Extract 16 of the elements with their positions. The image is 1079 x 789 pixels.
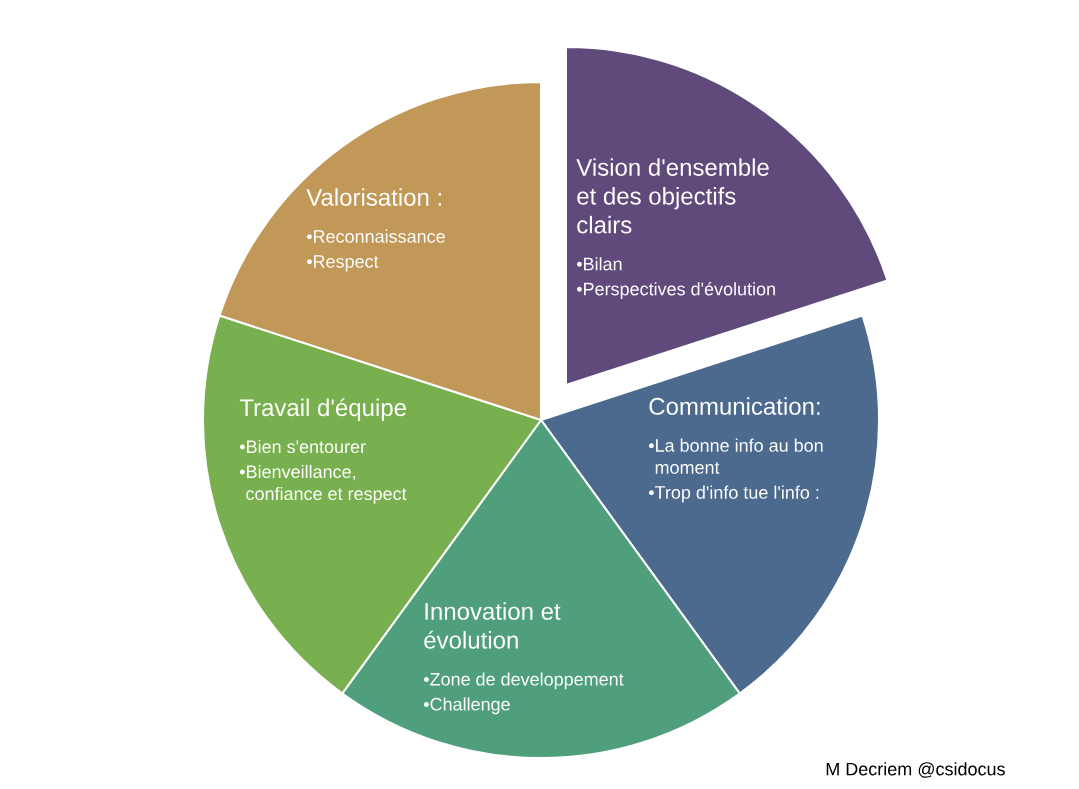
- bullet-item: •Respect: [307, 255, 379, 272]
- slice-title: Valorisation :: [306, 188, 441, 206]
- bullet-item: •Bilan: [577, 257, 622, 271]
- bullet-item: •Zone de developpement: [424, 672, 624, 690]
- bullet-item: •Challenge: [424, 697, 510, 715]
- slice-title: Vision d'ensemble et des objectifs clairs: [576, 158, 769, 234]
- slice-title: Travail d'équipe: [239, 398, 406, 421]
- bullet-item: •Perspectives d'évolution: [577, 282, 775, 299]
- bullet-item: •Trop d'info tue l'info :: [649, 485, 819, 503]
- author-credit: M Decriem @csidocus: [826, 762, 1005, 778]
- slice-title: Innovation et évolution: [424, 602, 561, 649]
- bullet-item: •Bien s'entourer: [240, 439, 366, 454]
- bullet-item: •Reconnaissance: [307, 229, 445, 243]
- bullet-item: •La bonne info au bon moment: [649, 438, 823, 474]
- bullet-item: •Bienveillance, confiance et respect: [240, 464, 407, 504]
- slice-title: Communication:: [649, 397, 820, 415]
